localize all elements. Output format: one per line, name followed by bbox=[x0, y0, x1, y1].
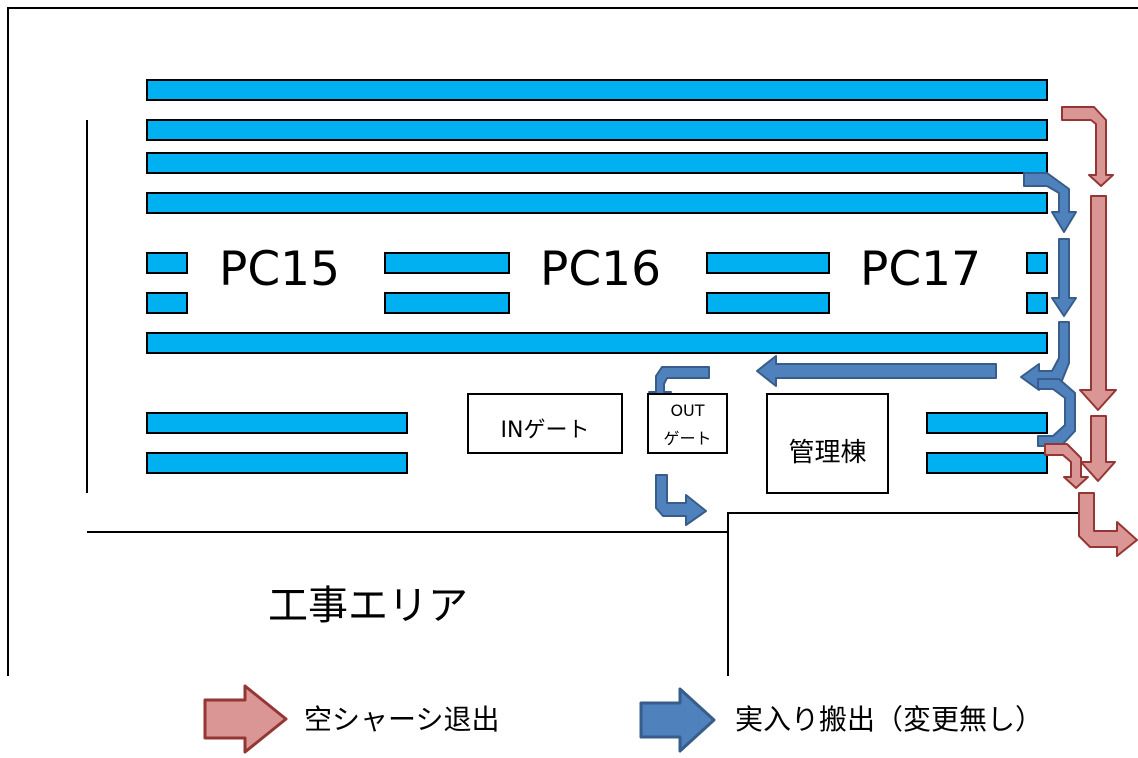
lane-bottom-right-2 bbox=[926, 452, 1048, 474]
lane-pc15-upper bbox=[146, 252, 188, 274]
block-label-pc16: PC16 bbox=[540, 242, 661, 297]
red-arrow-turn-top bbox=[1061, 106, 1114, 187]
blue-arrow-down-1 bbox=[1051, 238, 1077, 317]
blue-arrow-left bbox=[756, 355, 997, 387]
lane-row-1 bbox=[146, 79, 1048, 101]
outer-boundary bbox=[7, 7, 1138, 676]
lane-row-5 bbox=[146, 332, 1048, 354]
container-lanes bbox=[146, 79, 1048, 474]
legend-red-label: 空シャーシ退出 bbox=[304, 703, 500, 736]
in-gate-label: INゲート bbox=[500, 418, 590, 443]
red-arrow-exit-hook bbox=[1078, 492, 1138, 557]
blue-arrow-turn-mid bbox=[1020, 321, 1070, 391]
lane-bottom-left-1 bbox=[146, 412, 408, 434]
construction-area-label: 工事エリア bbox=[268, 583, 468, 629]
admin-building-label: 管理棟 bbox=[788, 438, 867, 468]
lane-pc17-right-lower bbox=[1026, 292, 1048, 314]
lane-row-3 bbox=[146, 152, 1048, 174]
blue-arrow-turn-top bbox=[1023, 172, 1077, 233]
lane-bottom-left-2 bbox=[146, 452, 408, 474]
red-arrow-long-down bbox=[1079, 195, 1117, 411]
legend-blue-arrow bbox=[639, 687, 716, 753]
red-arrow-corner bbox=[1044, 443, 1089, 489]
out-gate-box: OUT ゲート bbox=[647, 393, 728, 454]
lane-pc15-lower bbox=[146, 292, 188, 314]
lane-bottom-right-1 bbox=[926, 412, 1048, 434]
red-arrow-short-down bbox=[1080, 415, 1116, 482]
block-label-pc15: PC15 bbox=[219, 242, 340, 297]
lane-row-4 bbox=[146, 192, 1048, 214]
block-label-pc17: PC17 bbox=[860, 242, 981, 297]
lane-pc17-left-lower bbox=[706, 292, 830, 314]
out-gate-label-line2: ゲート bbox=[663, 429, 712, 448]
lane-pc16-left-lower bbox=[384, 292, 510, 314]
blue-route-arrows bbox=[648, 172, 1077, 526]
legend-blue-label: 実入り搬出（変更無し） bbox=[735, 703, 1044, 736]
legend-red-arrow bbox=[203, 684, 288, 754]
legend-arrow-shapes bbox=[203, 684, 716, 754]
admin-building-box: 管理棟 bbox=[766, 393, 889, 494]
out-gate-label-line1: OUT bbox=[670, 401, 705, 420]
lane-pc17-left-upper bbox=[706, 252, 830, 274]
road-edge-lower-right bbox=[727, 512, 1095, 676]
lane-pc16-left-upper bbox=[384, 252, 510, 274]
boundary-lines bbox=[7, 7, 1138, 676]
red-route-arrows bbox=[1044, 106, 1138, 557]
lane-row-2 bbox=[146, 119, 1048, 141]
blue-arrow-exit-hook bbox=[655, 474, 707, 526]
lane-pc17-right-upper bbox=[1026, 252, 1048, 274]
in-gate-box: INゲート bbox=[467, 393, 623, 454]
blue-arrow-turn-down-right bbox=[1037, 378, 1076, 447]
